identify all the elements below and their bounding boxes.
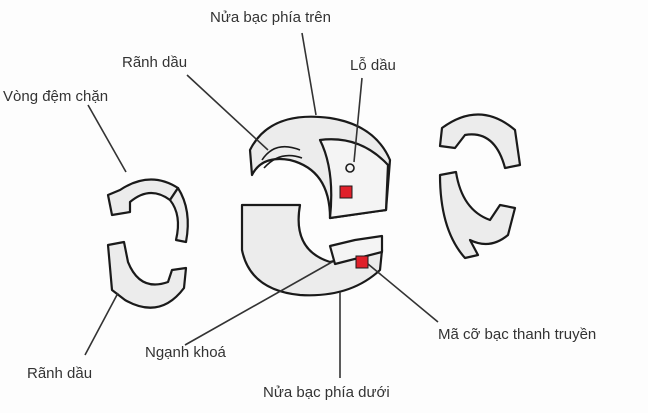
- label-locking-tab: Ngạnh khoá: [145, 344, 226, 361]
- oil-hole-icon: [345, 163, 355, 173]
- left-washer-upper: [106, 178, 180, 217]
- upper-bearing-face: [318, 138, 390, 220]
- leader-oil-groove-top: [186, 74, 269, 151]
- leader-oil-hole: [353, 77, 363, 163]
- leader-size-code: [367, 263, 439, 323]
- leader-oil-groove-bottom: [84, 292, 119, 356]
- oil-groove-mark-2: [263, 154, 303, 169]
- left-washer-upper-tip: [168, 186, 189, 244]
- lower-bearing-shell: [240, 203, 384, 297]
- leader-locking-tab: [184, 261, 333, 346]
- left-washer-lower: [106, 240, 188, 309]
- size-mark-upper: [339, 185, 353, 199]
- label-thrust-washer: Vòng đệm chặn: [3, 88, 109, 105]
- label-oil-hole: Lỗ dầu: [350, 57, 396, 74]
- right-washer-lower: [438, 170, 517, 260]
- leader-thrust-washer: [87, 104, 127, 173]
- leader-upper-half: [301, 32, 317, 116]
- label-oil-groove-bottom: Rãnh dầu: [27, 365, 93, 382]
- oil-groove-mark: [261, 145, 301, 161]
- lower-bearing-tab: [328, 234, 384, 266]
- label-oil-groove-top: Rãnh dầu: [122, 54, 188, 71]
- right-washer-upper: [438, 113, 522, 170]
- label-upper-half: Nửa bạc phía trên: [210, 9, 331, 26]
- label-size-code: Mã cỡ bạc thanh truyền: [438, 326, 597, 343]
- size-mark-lower: [355, 255, 369, 269]
- label-lower-half: Nửa bạc phía dưới: [263, 384, 390, 401]
